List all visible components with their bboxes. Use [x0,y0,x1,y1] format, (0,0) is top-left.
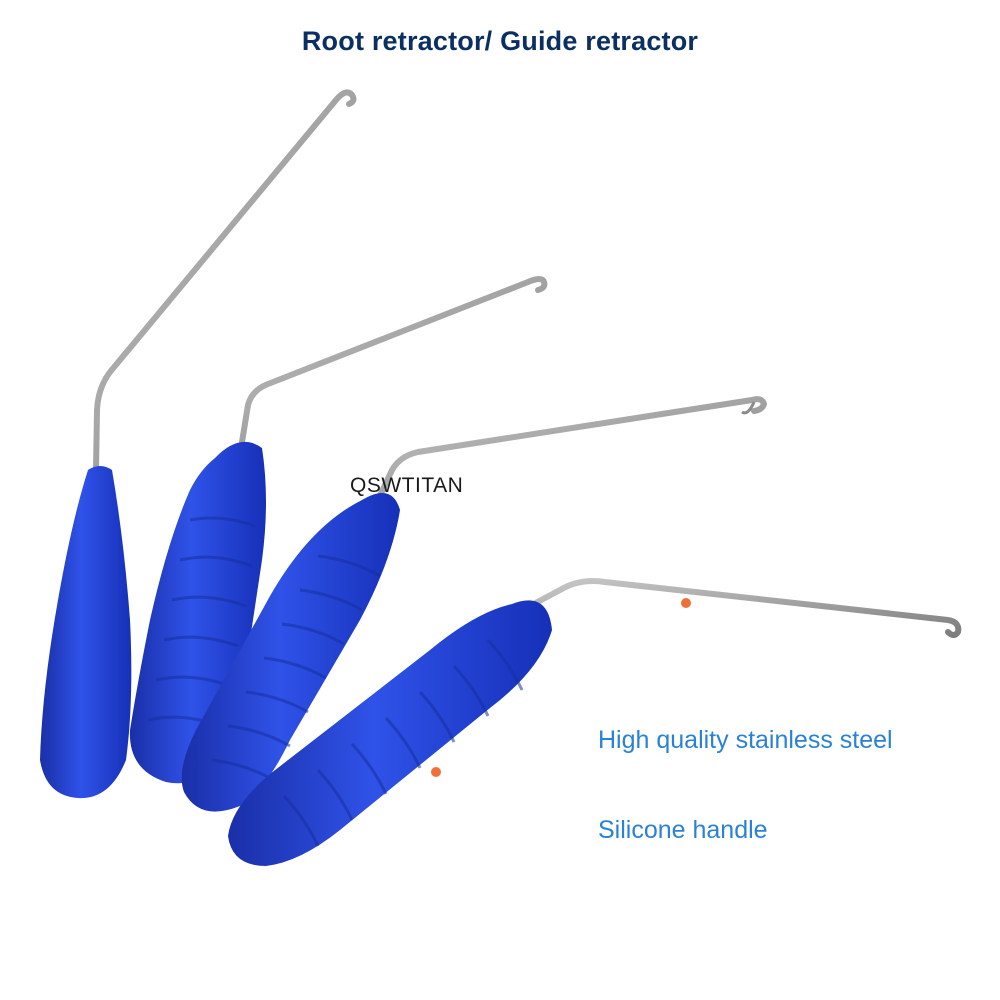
retractor-4 [228,578,962,866]
feature-stainless-steel: High quality stainless steel [598,726,893,754]
feature-bullet-2 [431,767,441,777]
watermark-text: QSWTITAN [350,474,464,497]
feature-silicone-handle: Silicone handle [598,816,768,844]
feature-bullet-1 [681,598,691,608]
retractor-1 [40,89,357,799]
page-title: Root retractor/ Guide retractor [301,26,699,56]
retractor-3 [181,396,767,812]
